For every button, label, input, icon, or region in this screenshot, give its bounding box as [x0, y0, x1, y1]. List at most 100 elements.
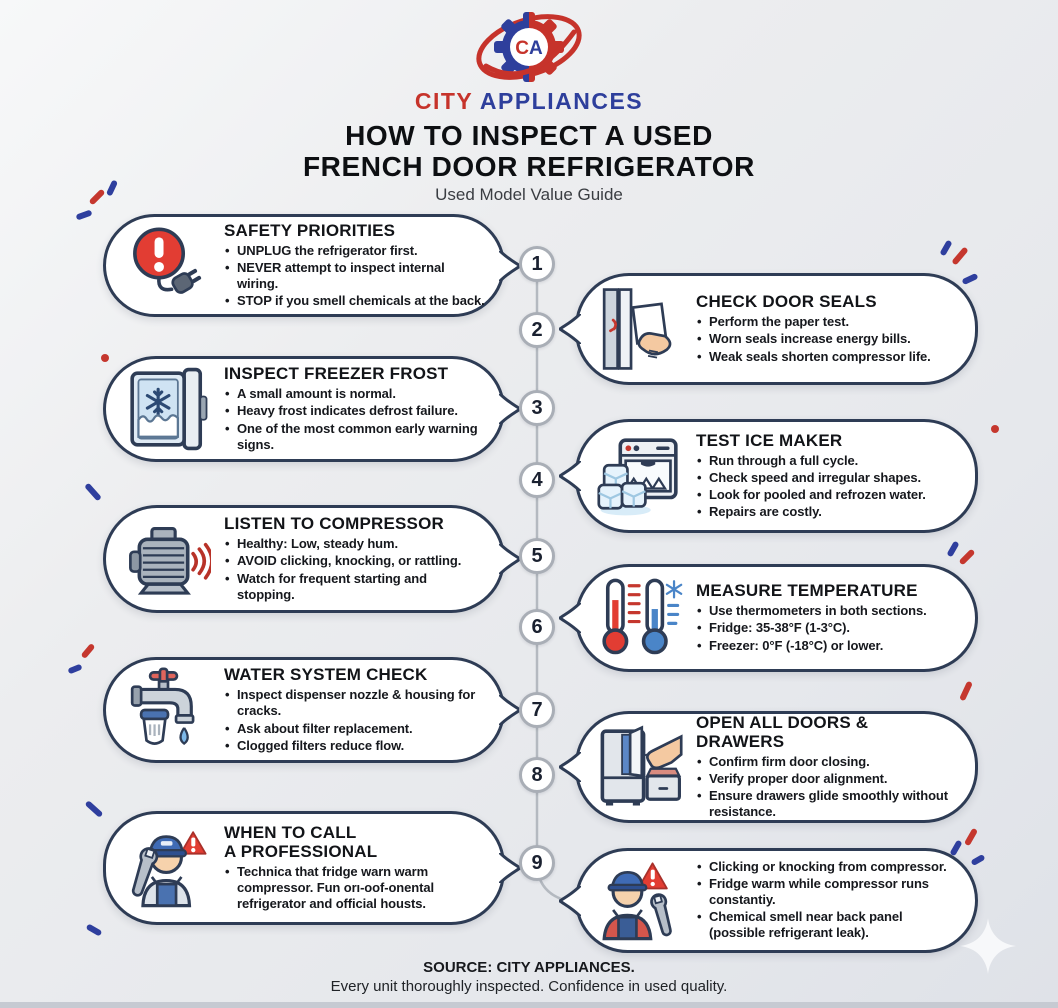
page-title: HOW TO INSPECT A USED FRENCH DOOR REFRIG… [0, 120, 1058, 183]
confetti-dash [951, 246, 969, 266]
card-bullet: Chemical smell near back panel (possible… [696, 909, 961, 941]
bottom-bar [0, 1002, 1058, 1008]
card-bullets: Clicking or knocking from compressor.Fri… [696, 859, 961, 942]
card-title: LISTEN TO COMPRESSOR [224, 514, 444, 534]
card-title: CHECK DOOR SEALS [696, 292, 877, 312]
step-card-safety-priorities: SAFETY PRIORITIES UNPLUG the refrigerato… [103, 214, 521, 317]
brand-second-word: APPLIANCES [479, 88, 644, 114]
footer: SOURCE: CITY APPLIANCES. Every unit thor… [0, 959, 1058, 995]
card-bullet: Heavy frost indicates defrost failure. [224, 403, 488, 419]
card-bullet: A small amount is normal. [224, 386, 488, 402]
ice-maker-icon [596, 432, 684, 520]
timeline-step-8: 8 [519, 757, 555, 793]
confetti-dash [963, 827, 979, 847]
card-tail [499, 250, 521, 281]
card-title: SAFETY PRIORITIES [224, 220, 396, 240]
card-tail [559, 603, 581, 633]
card-bullet: Inspect dispenser nozzle & housing for c… [224, 687, 488, 719]
card-bullets: Perform the paper test.Worn seals increa… [696, 314, 961, 364]
technician-alert-icon [596, 857, 684, 945]
confetti-dash [961, 272, 979, 286]
confetti-dash [958, 548, 976, 566]
card-bullet: Check speed and irregular shapes. [696, 470, 961, 486]
card-bullet: Clogged filters reduce flow. [224, 738, 488, 754]
confetti-dash [970, 853, 986, 867]
brand-name: CITY APPLIANCES [0, 88, 1058, 115]
card-tail [559, 314, 581, 344]
confetti-dash [939, 239, 953, 257]
card-tail [499, 695, 521, 725]
card-bullet: UNPLUG the refrigerator first. [224, 243, 488, 259]
timeline-step-4: 4 [519, 462, 555, 498]
confetti-dash [946, 540, 960, 558]
card-bullets: Technica that fridge warn warm compresso… [224, 864, 488, 912]
sparkle-icon [960, 918, 1016, 974]
card-bullets: Confirm firm door closing.Verify proper … [696, 754, 961, 820]
footer-tagline: Every unit thoroughly inspected. Confide… [330, 978, 728, 995]
card-bullets: Inspect dispenser nozzle & housing for c… [224, 687, 488, 754]
confetti-dash [80, 642, 96, 660]
card-tail [499, 394, 521, 424]
card-title: TEST ICE MAKER [696, 430, 843, 450]
confetti-dash [85, 923, 103, 937]
thermometers-icon [596, 574, 684, 662]
card-bullet: Weak seals shorten compressor life. [696, 349, 961, 365]
brand-first-word: CITY [414, 88, 473, 114]
title-line-1: HOW TO INSPECT A USED [345, 120, 713, 151]
card-bullet: Repairs are costly. [696, 504, 961, 520]
header: CA CITY APPLIANCES HOW TO INSPECT A USED… [0, 4, 1058, 205]
confetti-dash [84, 800, 104, 818]
card-bullet: Healthy: Low, steady hum. [224, 536, 488, 552]
footer-source: SOURCE: CITY APPLIANCES. [423, 959, 635, 976]
card-title: WATER SYSTEM CHECK [224, 665, 428, 685]
step-card-test-ice-maker: TEST ICE MAKER Run through a full cycle.… [559, 419, 978, 533]
confetti-dash [959, 680, 973, 702]
timeline-step-1: 1 [519, 246, 555, 282]
card-title: INSPECT FREEZER FROST [224, 364, 449, 384]
card-bullet: Worn seals increase energy bills. [696, 331, 961, 347]
title-line-2: FRENCH DOOR REFRIGERATOR [302, 151, 756, 183]
timeline-step-9: 9 [519, 845, 555, 881]
card-bullet: Technica that fridge warn warm compresso… [224, 864, 488, 912]
card-tail [559, 752, 581, 782]
compressor-sound-icon [124, 515, 212, 603]
card-bullet: One of the most common early warning sig… [224, 421, 488, 453]
confetti-dash [84, 482, 102, 502]
card-bullet: Fridge: 35-38°F (1-3°C). [696, 620, 961, 636]
confetti-dot [991, 425, 999, 433]
step-card-check-door-seals: CHECK DOOR SEALS Perform the paper test.… [559, 273, 978, 385]
card-bullet: Use thermometers in both sections. [696, 603, 961, 619]
logo-monogram: CA [515, 38, 543, 59]
card-bullet: Run through a full cycle. [696, 453, 961, 469]
card-bullets: Use thermometers in both sections.Fridge… [696, 603, 961, 653]
city-appliances-logo: CA [476, 12, 582, 82]
card-bullet: Watch for frequent starting and stopping… [224, 571, 488, 603]
card-bullets: Run through a full cycle.Check speed and… [696, 453, 961, 521]
technician-wrench-icon [124, 824, 212, 912]
step-card-listen-to-compressor: LISTEN TO COMPRESSOR Healthy: Low, stead… [103, 505, 521, 613]
card-bullet: Clicking or knocking from compressor. [696, 859, 961, 875]
fridge-door-hand-icon [596, 723, 684, 811]
card-bullet: NEVER attempt to inspect internal wiring… [224, 260, 488, 292]
card-title: MEASURE TEMPERATURE [696, 581, 918, 601]
timeline-step-2: 2 [519, 312, 555, 348]
timeline-step-6: 6 [519, 609, 555, 645]
step-card-water-system-check: WATER SYSTEM CHECK Inspect dispenser noz… [103, 657, 521, 763]
step-card-warning-signs: Clicking or knocking from compressor.Fri… [559, 848, 978, 953]
card-tail [559, 885, 581, 916]
freezer-frost-icon [124, 365, 212, 453]
card-tail [559, 461, 581, 491]
card-bullets: Healthy: Low, steady hum.AVOID clicking,… [224, 536, 488, 602]
step-card-when-to-call-professional: WHEN TO CALL A PROFESSIONAL Technica tha… [103, 811, 521, 925]
card-bullet: Ask about filter replacement. [224, 721, 488, 737]
timeline-step-3: 3 [519, 390, 555, 426]
card-bullets: UNPLUG the refrigerator first.NEVER atte… [224, 243, 488, 310]
card-bullet: Look for pooled and refrozen water. [696, 487, 961, 503]
confetti-dot [101, 354, 109, 362]
confetti-dash [67, 663, 83, 675]
card-bullet: Perform the paper test. [696, 314, 961, 330]
timeline-step-5: 5 [519, 538, 555, 574]
card-tail [499, 853, 521, 883]
card-title: OPEN ALL DOORS & DRAWERS [696, 712, 869, 751]
